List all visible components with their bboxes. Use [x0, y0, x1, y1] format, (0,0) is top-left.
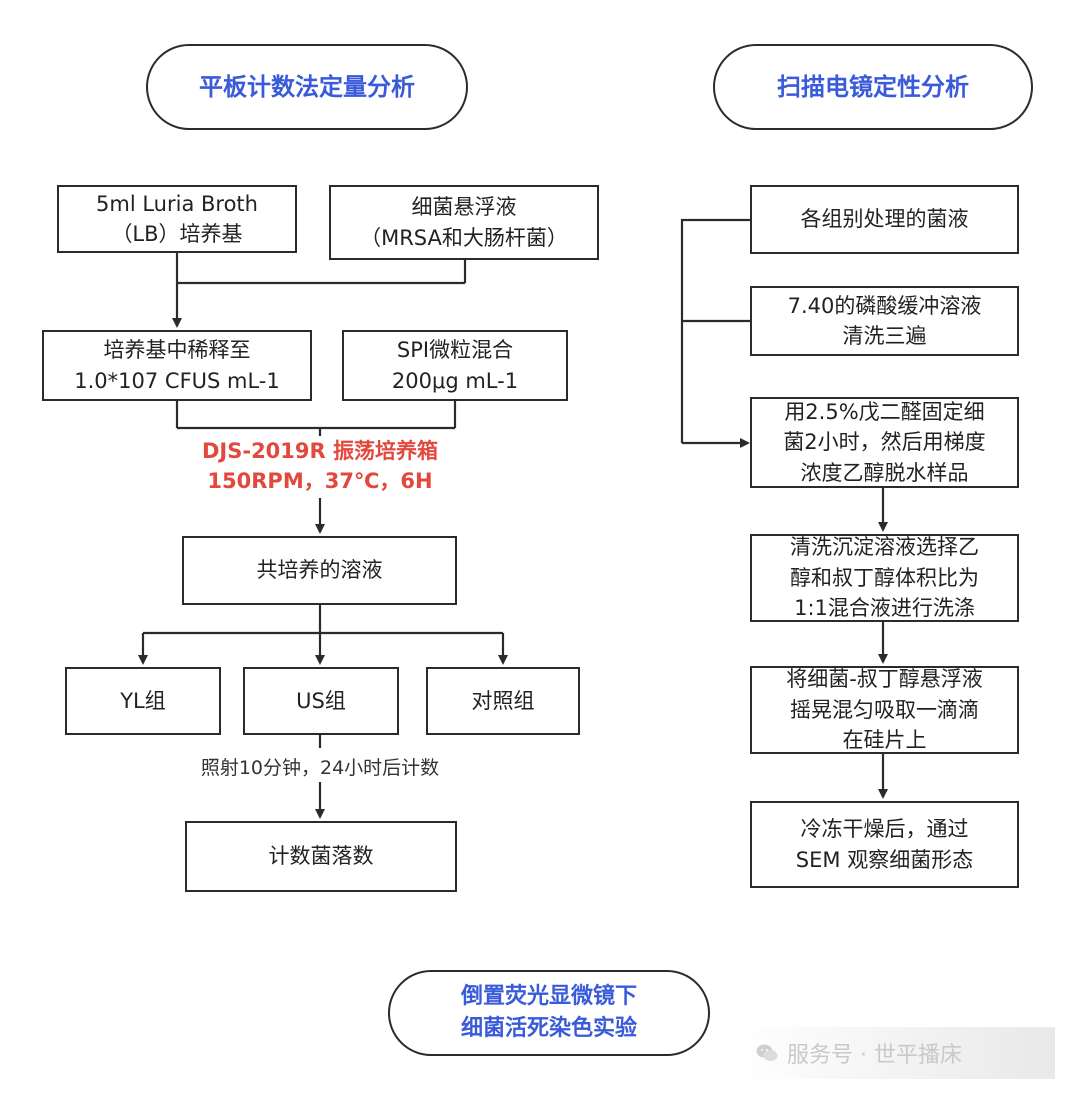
box-coculture-text: 共培养的溶液 [256, 558, 383, 583]
box-dilute-text: 培养基中稀释至 1.0*107 CFUS mL-1 [74, 338, 280, 393]
box-lb-medium: 5ml Luria Broth （LB）培养基 [57, 185, 297, 253]
box-sem-step-5-text: 将细菌-叔丁醇悬浮液 摇晃混匀吸取一滴滴 在硅片上 [786, 667, 983, 753]
box-group-us: US组 [243, 667, 399, 735]
box-spi-text: SPI微粒混合 200μg mL-1 [391, 338, 519, 393]
box-sem-step-1-text: 各组别处理的菌液 [800, 207, 969, 232]
box-spi: SPI微粒混合 200μg mL-1 [342, 330, 568, 401]
irradiate-label: 照射10分钟，24小时后计数 [200, 757, 440, 779]
box-group-us-text: US组 [296, 688, 346, 713]
box-lb-medium-text: 5ml Luria Broth （LB）培养基 [96, 191, 258, 246]
box-group-yl-text: YL组 [120, 688, 166, 713]
title-fluorescence-text: 倒置荧光显微镜下 细菌活死染色实验 [460, 984, 637, 1041]
box-sem-step-4-text: 清洗沉淀溶液选择乙 醇和叔丁醇体积比为 1:1混合液进行洗涤 [790, 535, 979, 621]
box-sem-step-5: 将细菌-叔丁醇悬浮液 摇晃混匀吸取一滴滴 在硅片上 [750, 666, 1019, 754]
box-sem-step-1: 各组别处理的菌液 [750, 185, 1019, 254]
wechat-icon [756, 1044, 778, 1061]
box-group-yl: YL组 [65, 667, 221, 735]
box-bacteria-suspension: 细菌悬浮液 （MRSA和大肠杆菌） [329, 185, 599, 260]
box-group-control-text: 对照组 [471, 688, 535, 713]
box-colony-count-text: 计数菌落数 [268, 844, 374, 869]
title-plate-count-text: 平板计数法定量分析 [199, 72, 415, 101]
incubator-label: DJS-2019R 振荡培养箱 150RPM，37℃，6H [201, 439, 438, 494]
watermark: 服务号 · 世平播床 [735, 1027, 1055, 1079]
watermark-text: 服务号 · 世平播床 [787, 1043, 962, 1068]
title-plate-count: 平板计数法定量分析 [146, 44, 468, 130]
box-bacteria-suspension-text: 细菌悬浮液 （MRSA和大肠杆菌） [360, 195, 568, 250]
box-group-control: 对照组 [426, 667, 580, 735]
box-sem-step-3-text: 用2.5%戊二醛固定细 菌2小时，然后用梯度 浓度乙醇脱水样品 [783, 399, 986, 485]
title-sem: 扫描电镜定性分析 [713, 44, 1033, 130]
connector-right-loop [680, 218, 750, 443]
box-sem-step-4: 清洗沉淀溶液选择乙 醇和叔丁醇体积比为 1:1混合液进行洗涤 [750, 534, 1019, 622]
box-sem-step-6-text: 冷冻干燥后，通过 SEM 观察细菌形态 [795, 817, 974, 872]
box-coculture: 共培养的溶液 [182, 536, 457, 605]
box-sem-step-2-text: 7.40的磷酸缓冲溶液 清洗三遍 [787, 293, 982, 348]
box-sem-step-6: 冷冻干燥后，通过 SEM 观察细菌形态 [750, 801, 1019, 888]
box-sem-step-3: 用2.5%戊二醛固定细 菌2小时，然后用梯度 浓度乙醇脱水样品 [750, 397, 1019, 488]
box-dilute: 培养基中稀释至 1.0*107 CFUS mL-1 [42, 330, 312, 401]
title-sem-text: 扫描电镜定性分析 [777, 72, 969, 101]
box-colony-count: 计数菌落数 [185, 821, 457, 892]
box-sem-step-2: 7.40的磷酸缓冲溶液 清洗三遍 [750, 286, 1019, 356]
title-fluorescence: 倒置荧光显微镜下 细菌活死染色实验 [388, 970, 710, 1056]
